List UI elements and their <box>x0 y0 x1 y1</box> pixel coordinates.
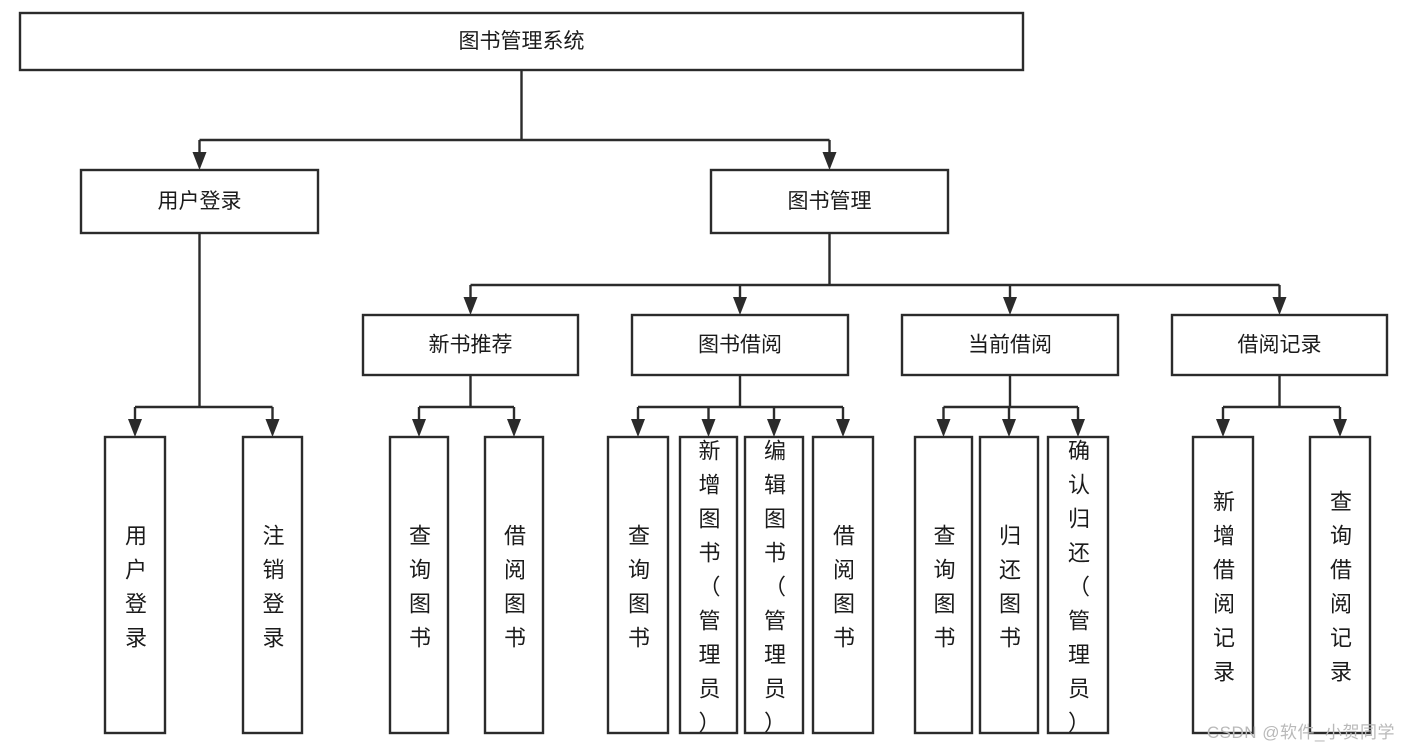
node-label: 借阅图书 <box>833 524 855 651</box>
node-label: 借阅记录 <box>1238 334 1322 357</box>
node-label: 编辑图书（管理员） <box>764 439 786 736</box>
node-leaf_7[interactable]: 编辑图书（管理员） <box>743 435 805 736</box>
node-label: 确认归还（管理员） <box>1068 439 1090 736</box>
node-leaf_6[interactable]: 新增图书（管理员） <box>678 435 739 736</box>
node-leaf_4[interactable]: 借阅图书 <box>483 435 545 735</box>
connector-group <box>1216 375 1347 437</box>
node-leaf_2[interactable]: 注销登录 <box>241 435 304 735</box>
node-box <box>1046 435 1110 735</box>
node-label: 新增借阅记录 <box>1213 490 1235 685</box>
node-box <box>811 435 875 735</box>
node-box <box>630 313 850 377</box>
node-box <box>1308 435 1372 735</box>
connector-group <box>463 233 1287 315</box>
node-label: 查询借阅记录 <box>1330 490 1352 685</box>
node-box <box>388 435 450 735</box>
node-label: 查询图书 <box>933 524 955 651</box>
node-box <box>606 435 670 735</box>
node-label: 用户登录 <box>158 190 242 213</box>
connector-group <box>192 70 837 170</box>
node-label: 注销登录 <box>262 524 284 651</box>
connector-group <box>128 233 280 437</box>
node-box <box>900 313 1120 377</box>
node-label: 新书推荐 <box>429 334 513 357</box>
node-layer: 图书管理系统用户登录图书管理新书推荐图书借阅当前借阅借阅记录用户登录注销登录查询… <box>18 11 1389 736</box>
node-label: 借阅图书 <box>504 524 526 651</box>
node-box <box>913 435 974 735</box>
node-leaf_11[interactable]: 确认归还（管理员） <box>1046 435 1110 736</box>
node-leaf_12[interactable]: 新增借阅记录 <box>1191 435 1255 735</box>
node-leaf_10[interactable]: 归还图书 <box>978 435 1040 735</box>
node-box <box>361 313 580 377</box>
node-label: 当前借阅 <box>968 334 1052 357</box>
node-box <box>978 435 1040 735</box>
connector-group <box>936 375 1085 437</box>
node-box <box>483 435 545 735</box>
node-box <box>709 168 950 235</box>
node-box <box>18 11 1025 72</box>
node-l2_2[interactable]: 图书管理 <box>709 168 950 235</box>
node-leaf_3[interactable]: 查询图书 <box>388 435 450 735</box>
node-box <box>241 435 304 735</box>
node-box <box>79 168 320 235</box>
node-leaf_8[interactable]: 借阅图书 <box>811 435 875 735</box>
node-label: 归还图书 <box>999 524 1021 651</box>
node-box <box>1191 435 1255 735</box>
node-label: 用户登录 <box>125 524 147 651</box>
node-leaf_9[interactable]: 查询图书 <box>913 435 974 735</box>
node-root[interactable]: 图书管理系统 <box>18 11 1025 72</box>
node-box <box>1170 313 1389 377</box>
node-box <box>103 435 167 735</box>
node-leaf_1[interactable]: 用户登录 <box>103 435 167 735</box>
node-box <box>743 435 805 735</box>
node-label: 查询图书 <box>409 524 431 651</box>
node-l3_2[interactable]: 图书借阅 <box>630 313 850 377</box>
node-label: 新增图书（管理员） <box>698 439 720 736</box>
node-label: 查询图书 <box>628 524 650 651</box>
connector-layer <box>128 70 1347 437</box>
node-leaf_13[interactable]: 查询借阅记录 <box>1308 435 1372 735</box>
node-l2_1[interactable]: 用户登录 <box>79 168 320 235</box>
connector-group <box>412 375 521 437</box>
connector-group <box>631 375 850 437</box>
node-leaf_5[interactable]: 查询图书 <box>606 435 670 735</box>
node-l3_4[interactable]: 借阅记录 <box>1170 313 1389 377</box>
node-label: 图书管理系统 <box>459 30 585 53</box>
node-label: 图书管理 <box>788 190 872 213</box>
node-label: 图书借阅 <box>698 334 782 357</box>
node-l3_1[interactable]: 新书推荐 <box>361 313 580 377</box>
node-box <box>678 435 739 735</box>
node-l3_3[interactable]: 当前借阅 <box>900 313 1120 377</box>
